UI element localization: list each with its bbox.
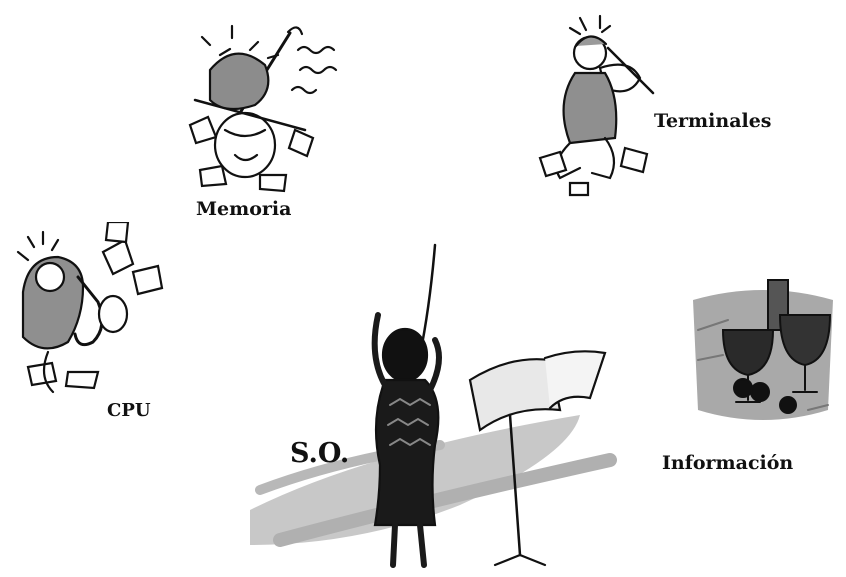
so-label: S.O. (290, 438, 349, 469)
memoria-label: Memoria (196, 198, 291, 220)
saxophonist-illustration (8, 222, 178, 412)
terminales-label: Terminales (654, 110, 772, 132)
wine-glasses-illustration (688, 270, 838, 430)
cpu-label: CPU (107, 400, 151, 421)
conductor-illustration (240, 240, 640, 577)
informacion-label: Información (662, 452, 793, 474)
cellist-illustration (180, 10, 350, 200)
violinist-illustration (530, 8, 660, 198)
